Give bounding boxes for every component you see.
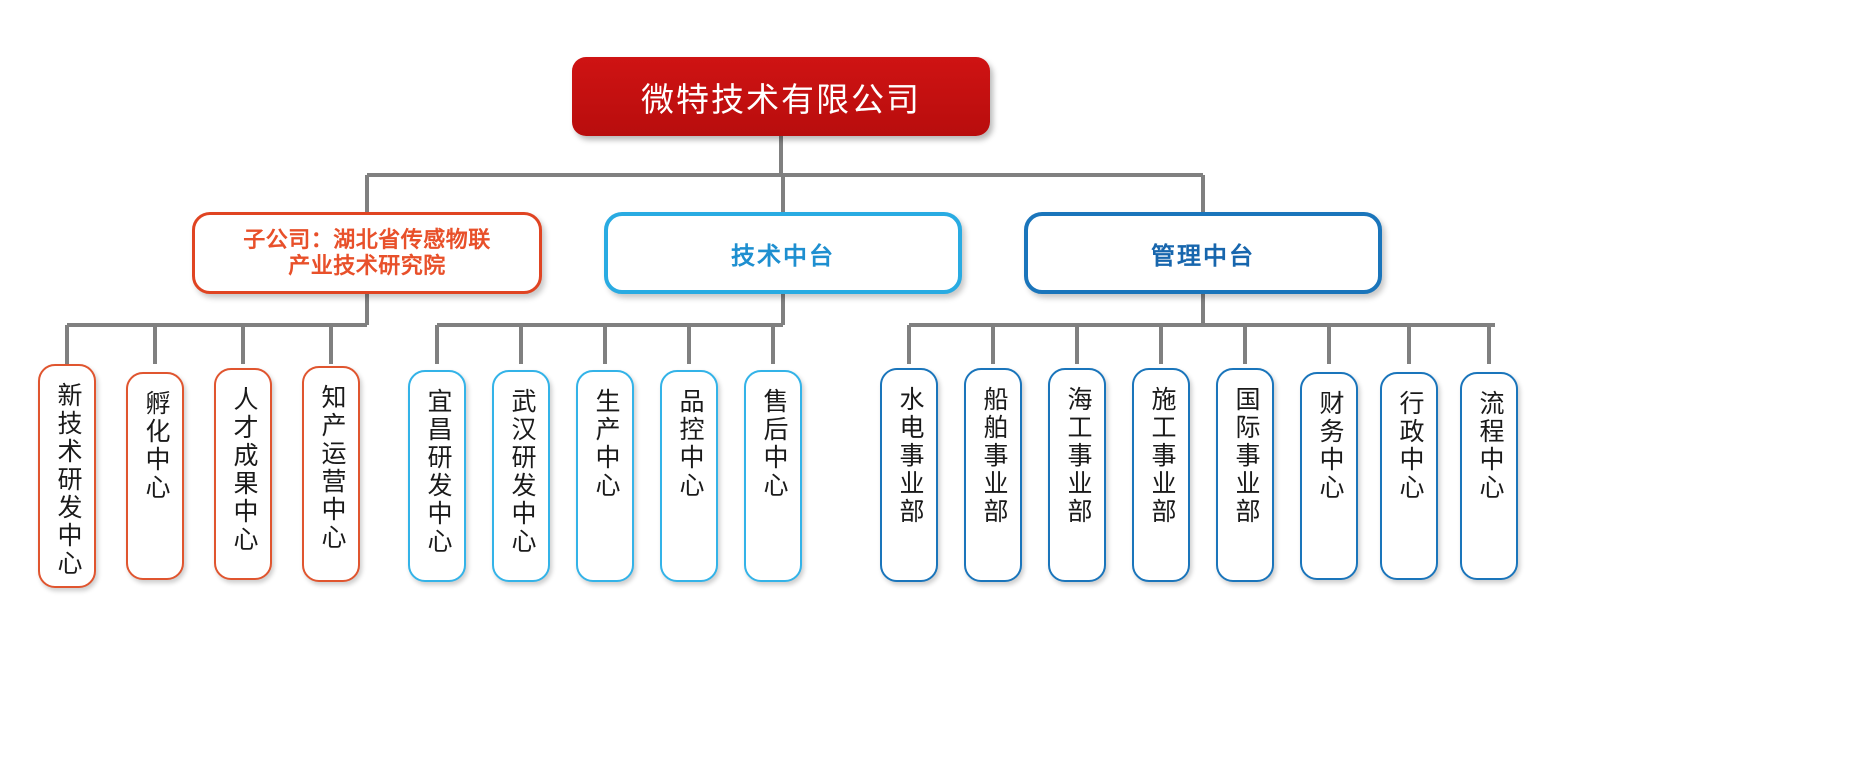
leaf-label: 施工事业部 (1148, 386, 1175, 526)
branch-label-management-center: 管理中台 (1151, 242, 1255, 270)
leaf-label: 水电事业部 (896, 386, 923, 526)
leaf-label: 宜昌研发中心 (424, 388, 451, 556)
branch-label-subsidiary-line1: 子公司：湖北省传感物联 (243, 227, 491, 253)
root-node-company[interactable]: 微特技术有限公司 (572, 57, 990, 136)
leaf-node-hydropower-division[interactable]: 水电事业部 (880, 368, 938, 582)
leaf-node-quality-control-center[interactable]: 品控中心 (660, 370, 718, 582)
branch-node-management-center[interactable]: 管理中台 (1024, 212, 1382, 294)
leaf-label: 品控中心 (676, 388, 703, 500)
leaf-node-incubation-center[interactable]: 孵化中心 (126, 372, 184, 580)
branch-label-tech-center: 技术中台 (731, 242, 835, 270)
branch-label-subsidiary-line2: 产业技术研究院 (288, 253, 446, 278)
leaf-label: 财务中心 (1316, 390, 1343, 502)
leaf-node-construction-division[interactable]: 施工事业部 (1132, 368, 1190, 582)
leaf-node-process-center[interactable]: 流程中心 (1460, 372, 1518, 580)
branch-node-subsidiary[interactable]: 子公司：湖北省传感物联 产业技术研究院 (192, 212, 542, 294)
leaf-label: 人才成果中心 (230, 386, 257, 554)
branch-node-tech-center[interactable]: 技术中台 (604, 212, 962, 294)
leaf-node-new-tech-rd-center[interactable]: 新技术研发中心 (38, 364, 96, 588)
leaf-label: 海工事业部 (1064, 386, 1091, 526)
leaf-node-production-center[interactable]: 生产中心 (576, 370, 634, 582)
leaf-label: 流程中心 (1476, 390, 1503, 502)
leaf-label: 行政中心 (1396, 390, 1423, 502)
leaf-node-administration-center[interactable]: 行政中心 (1380, 372, 1438, 580)
leaf-node-ip-operation-center[interactable]: 知产运营中心 (302, 366, 360, 582)
leaf-node-international-division[interactable]: 国际事业部 (1216, 368, 1274, 582)
leaf-label: 知产运营中心 (318, 384, 345, 552)
leaf-label: 生产中心 (592, 388, 619, 500)
leaf-label: 售后中心 (760, 388, 787, 500)
leaf-node-wuhan-rd-center[interactable]: 武汉研发中心 (492, 370, 550, 582)
leaf-node-finance-center[interactable]: 财务中心 (1300, 372, 1358, 580)
leaf-node-after-sales-center[interactable]: 售后中心 (744, 370, 802, 582)
leaf-node-yichang-rd-center[interactable]: 宜昌研发中心 (408, 370, 466, 582)
root-node-label: 微特技术有限公司 (641, 80, 921, 118)
leaf-label: 孵化中心 (142, 390, 169, 502)
leaf-node-talent-achievement-center[interactable]: 人才成果中心 (214, 368, 272, 580)
leaf-node-offshore-engineering-division[interactable]: 海工事业部 (1048, 368, 1106, 582)
branch-label-subsidiary: 子公司：湖北省传感物联 产业技术研究院 (243, 227, 491, 279)
leaf-label: 新技术研发中心 (54, 382, 81, 578)
leaf-label: 船舶事业部 (980, 386, 1007, 526)
leaf-label: 国际事业部 (1232, 386, 1259, 526)
leaf-label: 武汉研发中心 (508, 388, 535, 556)
leaf-node-shipbuilding-division[interactable]: 船舶事业部 (964, 368, 1022, 582)
